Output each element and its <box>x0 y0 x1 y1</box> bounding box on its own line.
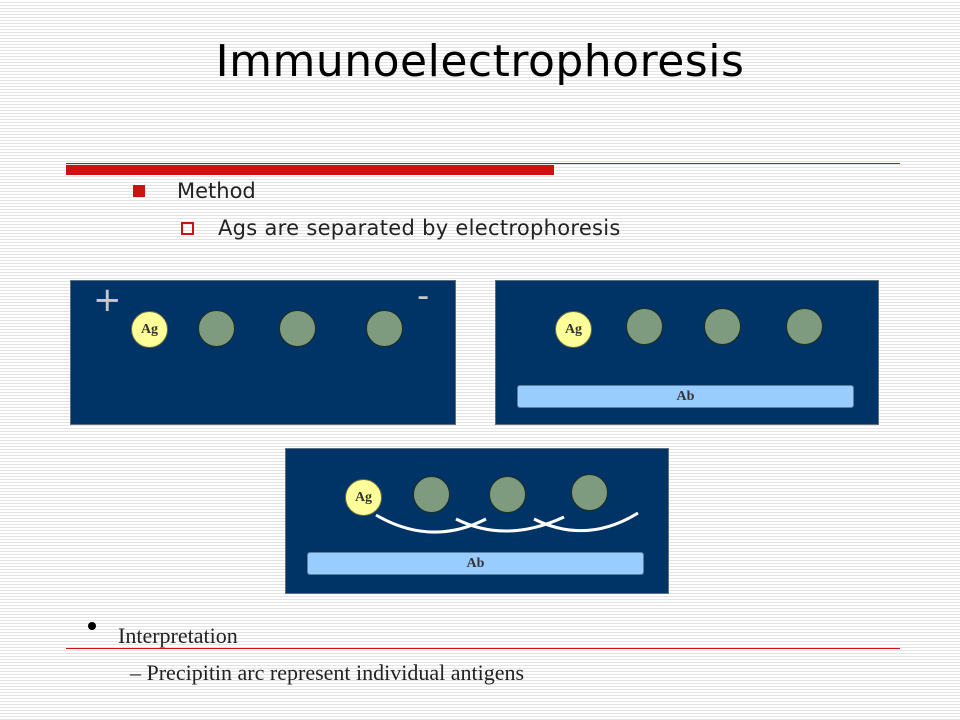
separated-antigen-well <box>704 308 741 345</box>
separated-antigen-well <box>366 310 403 347</box>
separated-antigen-well <box>626 308 663 345</box>
title-rule-thick <box>66 165 554 175</box>
square-bullet-icon <box>133 185 145 197</box>
antigen-well: Ag <box>131 311 168 348</box>
gel-panel-antibody-added: Ag Ab <box>495 280 879 425</box>
separated-antigen-well <box>413 476 450 513</box>
bullet-method-text: Method <box>177 179 256 203</box>
negative-electrode-label: - <box>417 276 430 316</box>
separated-antigen-well <box>198 310 235 347</box>
bullet-separation-text: Ags are separated by electrophoresis <box>218 216 621 240</box>
bottom-rule <box>66 648 900 649</box>
slide-title: Immunoelectrophoresis <box>215 36 745 87</box>
antibody-trough: Ab <box>517 385 854 408</box>
precipitin-arc <box>375 513 487 534</box>
hollow-square-bullet-icon <box>181 221 194 235</box>
gel-panel-electrophoresis: + - Ag <box>70 276 456 425</box>
bullet-separation: Ags are separated by electrophoresis <box>181 214 621 242</box>
interpretation-point: – Precipitin arc represent individual an… <box>130 660 525 685</box>
interpretation-heading: Interpretation <box>118 623 238 648</box>
precipitin-arc <box>455 515 565 533</box>
antibody-trough: Ab <box>307 552 644 575</box>
separated-antigen-well <box>279 310 316 347</box>
antigen-well: Ag <box>555 311 592 348</box>
separated-antigen-well <box>571 474 608 511</box>
precipitin-arc <box>533 511 639 533</box>
positive-electrode-label: + <box>93 280 122 320</box>
bullet-method: Method <box>133 177 256 205</box>
gel-panel-precipitin-arcs: Ag Ab <box>285 448 669 594</box>
antigen-well: Ag <box>345 479 382 516</box>
bullet-dot-icon <box>88 622 96 630</box>
title-rule-thin <box>66 163 900 164</box>
separated-antigen-well <box>786 308 823 345</box>
precipitin-arcs <box>375 511 639 534</box>
separated-antigen-well <box>489 476 526 513</box>
